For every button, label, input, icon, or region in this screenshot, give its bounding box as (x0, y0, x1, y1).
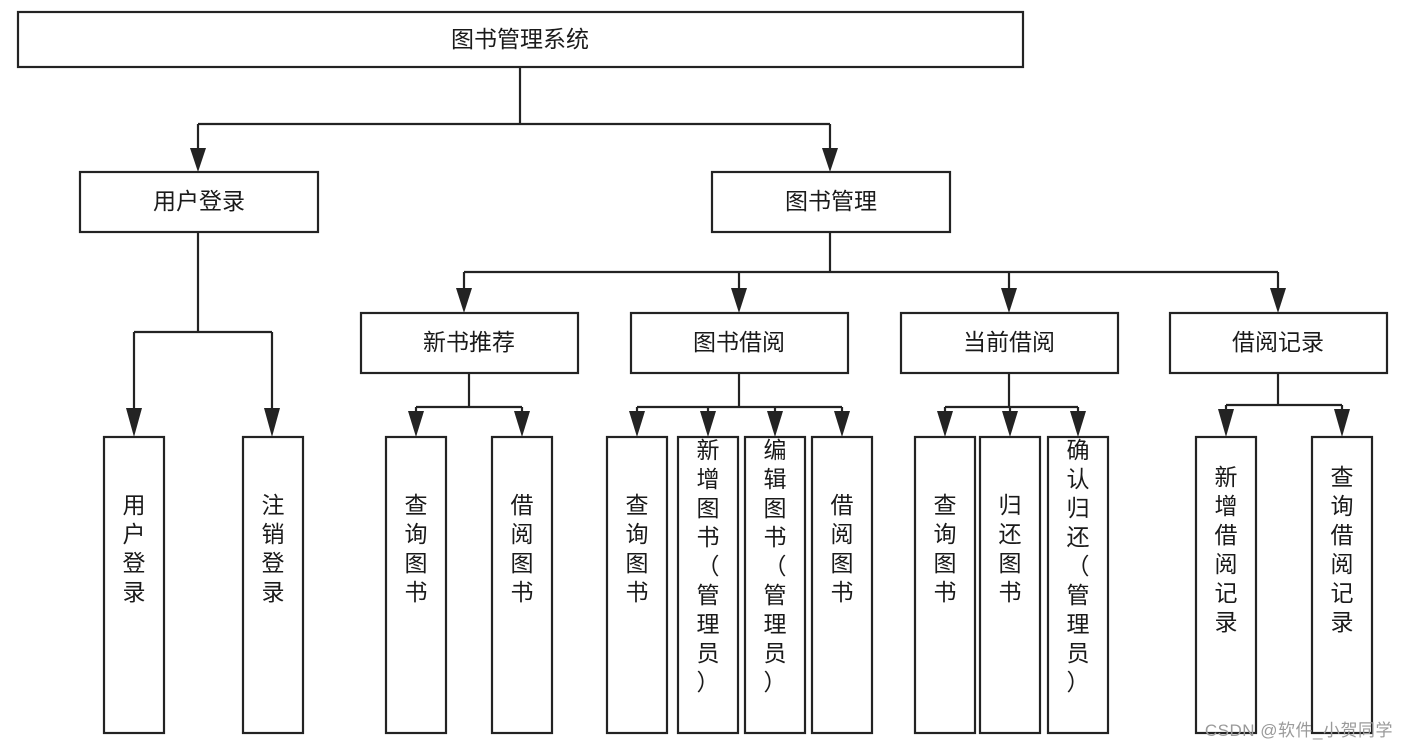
arrow-head-icon (822, 148, 838, 172)
leaf-user-login-login-label: 用户登录 (123, 492, 146, 605)
leaf-borrow-edit[interactable]: 编辑图书（管理员） (743, 435, 807, 735)
leaf-borrow-borrow-label: 借阅图书 (831, 492, 854, 605)
arrow-head-icon (1001, 288, 1017, 313)
arrow-head-icon (834, 411, 850, 437)
node-book-borrow-label: 图书借阅 (693, 329, 785, 355)
node-borrow-records-label: 借阅记录 (1232, 329, 1324, 355)
arrow-head-icon (731, 288, 747, 313)
node-book-borrow[interactable]: 图书借阅 (629, 311, 850, 375)
arrow-head-icon (408, 411, 424, 437)
leaf-user-login-logout[interactable]: 注销登录 (241, 435, 305, 735)
leaf-borrow-add-label: 新增图书（管理员） (697, 437, 720, 695)
leaf-user-login-login[interactable]: 用户登录 (102, 435, 166, 735)
node-borrow-records[interactable]: 借阅记录 (1168, 311, 1389, 375)
leaf-current-query[interactable]: 查询图书 (913, 435, 977, 735)
arrow-head-icon (1002, 411, 1018, 437)
node-book-management-label: 图书管理 (785, 188, 877, 214)
leaf-borrow-query-label: 查询图书 (626, 492, 649, 605)
arrow-head-icon (514, 411, 530, 437)
node-root-label: 图书管理系统 (451, 26, 589, 52)
leaf-borrow-borrow[interactable]: 借阅图书 (810, 435, 874, 735)
connector-currentborrow-to-leaves (937, 373, 1086, 437)
node-user-login-label: 用户登录 (153, 188, 245, 214)
leaf-borrow-query[interactable]: 查询图书 (605, 435, 669, 735)
leaf-borrow-edit-label: 编辑图书（管理员） (764, 437, 787, 695)
leaf-records-query-label: 查询借阅记录 (1331, 464, 1354, 635)
connector-root-to-level2 (190, 68, 838, 172)
leaf-current-query-label: 查询图书 (934, 492, 957, 605)
leaf-borrow-add[interactable]: 新增图书（管理员） (676, 435, 740, 735)
connector-bookmgmt-to-level3 (456, 232, 1286, 313)
arrow-head-icon (126, 408, 142, 437)
arrow-head-icon (1334, 409, 1350, 437)
leaf-current-confirm-return-label: 确认归还（管理员） (1067, 437, 1090, 695)
leaf-newbook-query-label: 查询图书 (405, 492, 428, 605)
arrow-head-icon (937, 411, 953, 437)
leaf-current-return-label: 归还图书 (999, 492, 1022, 605)
node-current-borrow-label: 当前借阅 (963, 329, 1055, 355)
connector-bookborrow-to-leaves (629, 373, 850, 437)
arrow-head-icon (1218, 409, 1234, 437)
leaf-records-add[interactable]: 新增借阅记录 (1194, 435, 1258, 735)
node-root[interactable]: 图书管理系统 (16, 10, 1025, 69)
leaf-records-add-label: 新增借阅记录 (1215, 464, 1238, 635)
node-user-login[interactable]: 用户登录 (78, 170, 320, 234)
node-new-book-recommend[interactable]: 新书推荐 (359, 311, 580, 375)
node-new-book-recommend-label: 新书推荐 (423, 329, 515, 355)
arrow-head-icon (456, 288, 472, 313)
connector-userlogin-to-leaves (126, 232, 280, 437)
arrow-head-icon (1270, 288, 1286, 313)
csdn-watermark: CSDN @软件_小贺同学 (1204, 721, 1393, 740)
arrow-head-icon (629, 411, 645, 437)
arrow-head-icon (700, 411, 716, 437)
leaf-newbook-query[interactable]: 查询图书 (384, 435, 448, 735)
leaf-newbook-borrow-label: 借阅图书 (511, 492, 534, 605)
connector-newbook-to-leaves (408, 373, 530, 437)
leaf-current-return[interactable]: 归还图书 (978, 435, 1042, 735)
arrow-head-icon (264, 408, 280, 437)
arrow-head-icon (190, 148, 206, 172)
node-book-management[interactable]: 图书管理 (710, 170, 952, 234)
leaf-records-query[interactable]: 查询借阅记录 (1310, 435, 1374, 735)
leaf-current-confirm-return[interactable]: 确认归还（管理员） (1046, 435, 1110, 735)
arrow-head-icon (767, 411, 783, 437)
arrow-head-icon (1070, 411, 1086, 437)
node-current-borrow[interactable]: 当前借阅 (899, 311, 1120, 375)
leaf-newbook-borrow[interactable]: 借阅图书 (490, 435, 554, 735)
connector-borrowrecords-to-leaves (1218, 373, 1350, 437)
leaf-user-login-logout-label: 注销登录 (262, 492, 285, 605)
